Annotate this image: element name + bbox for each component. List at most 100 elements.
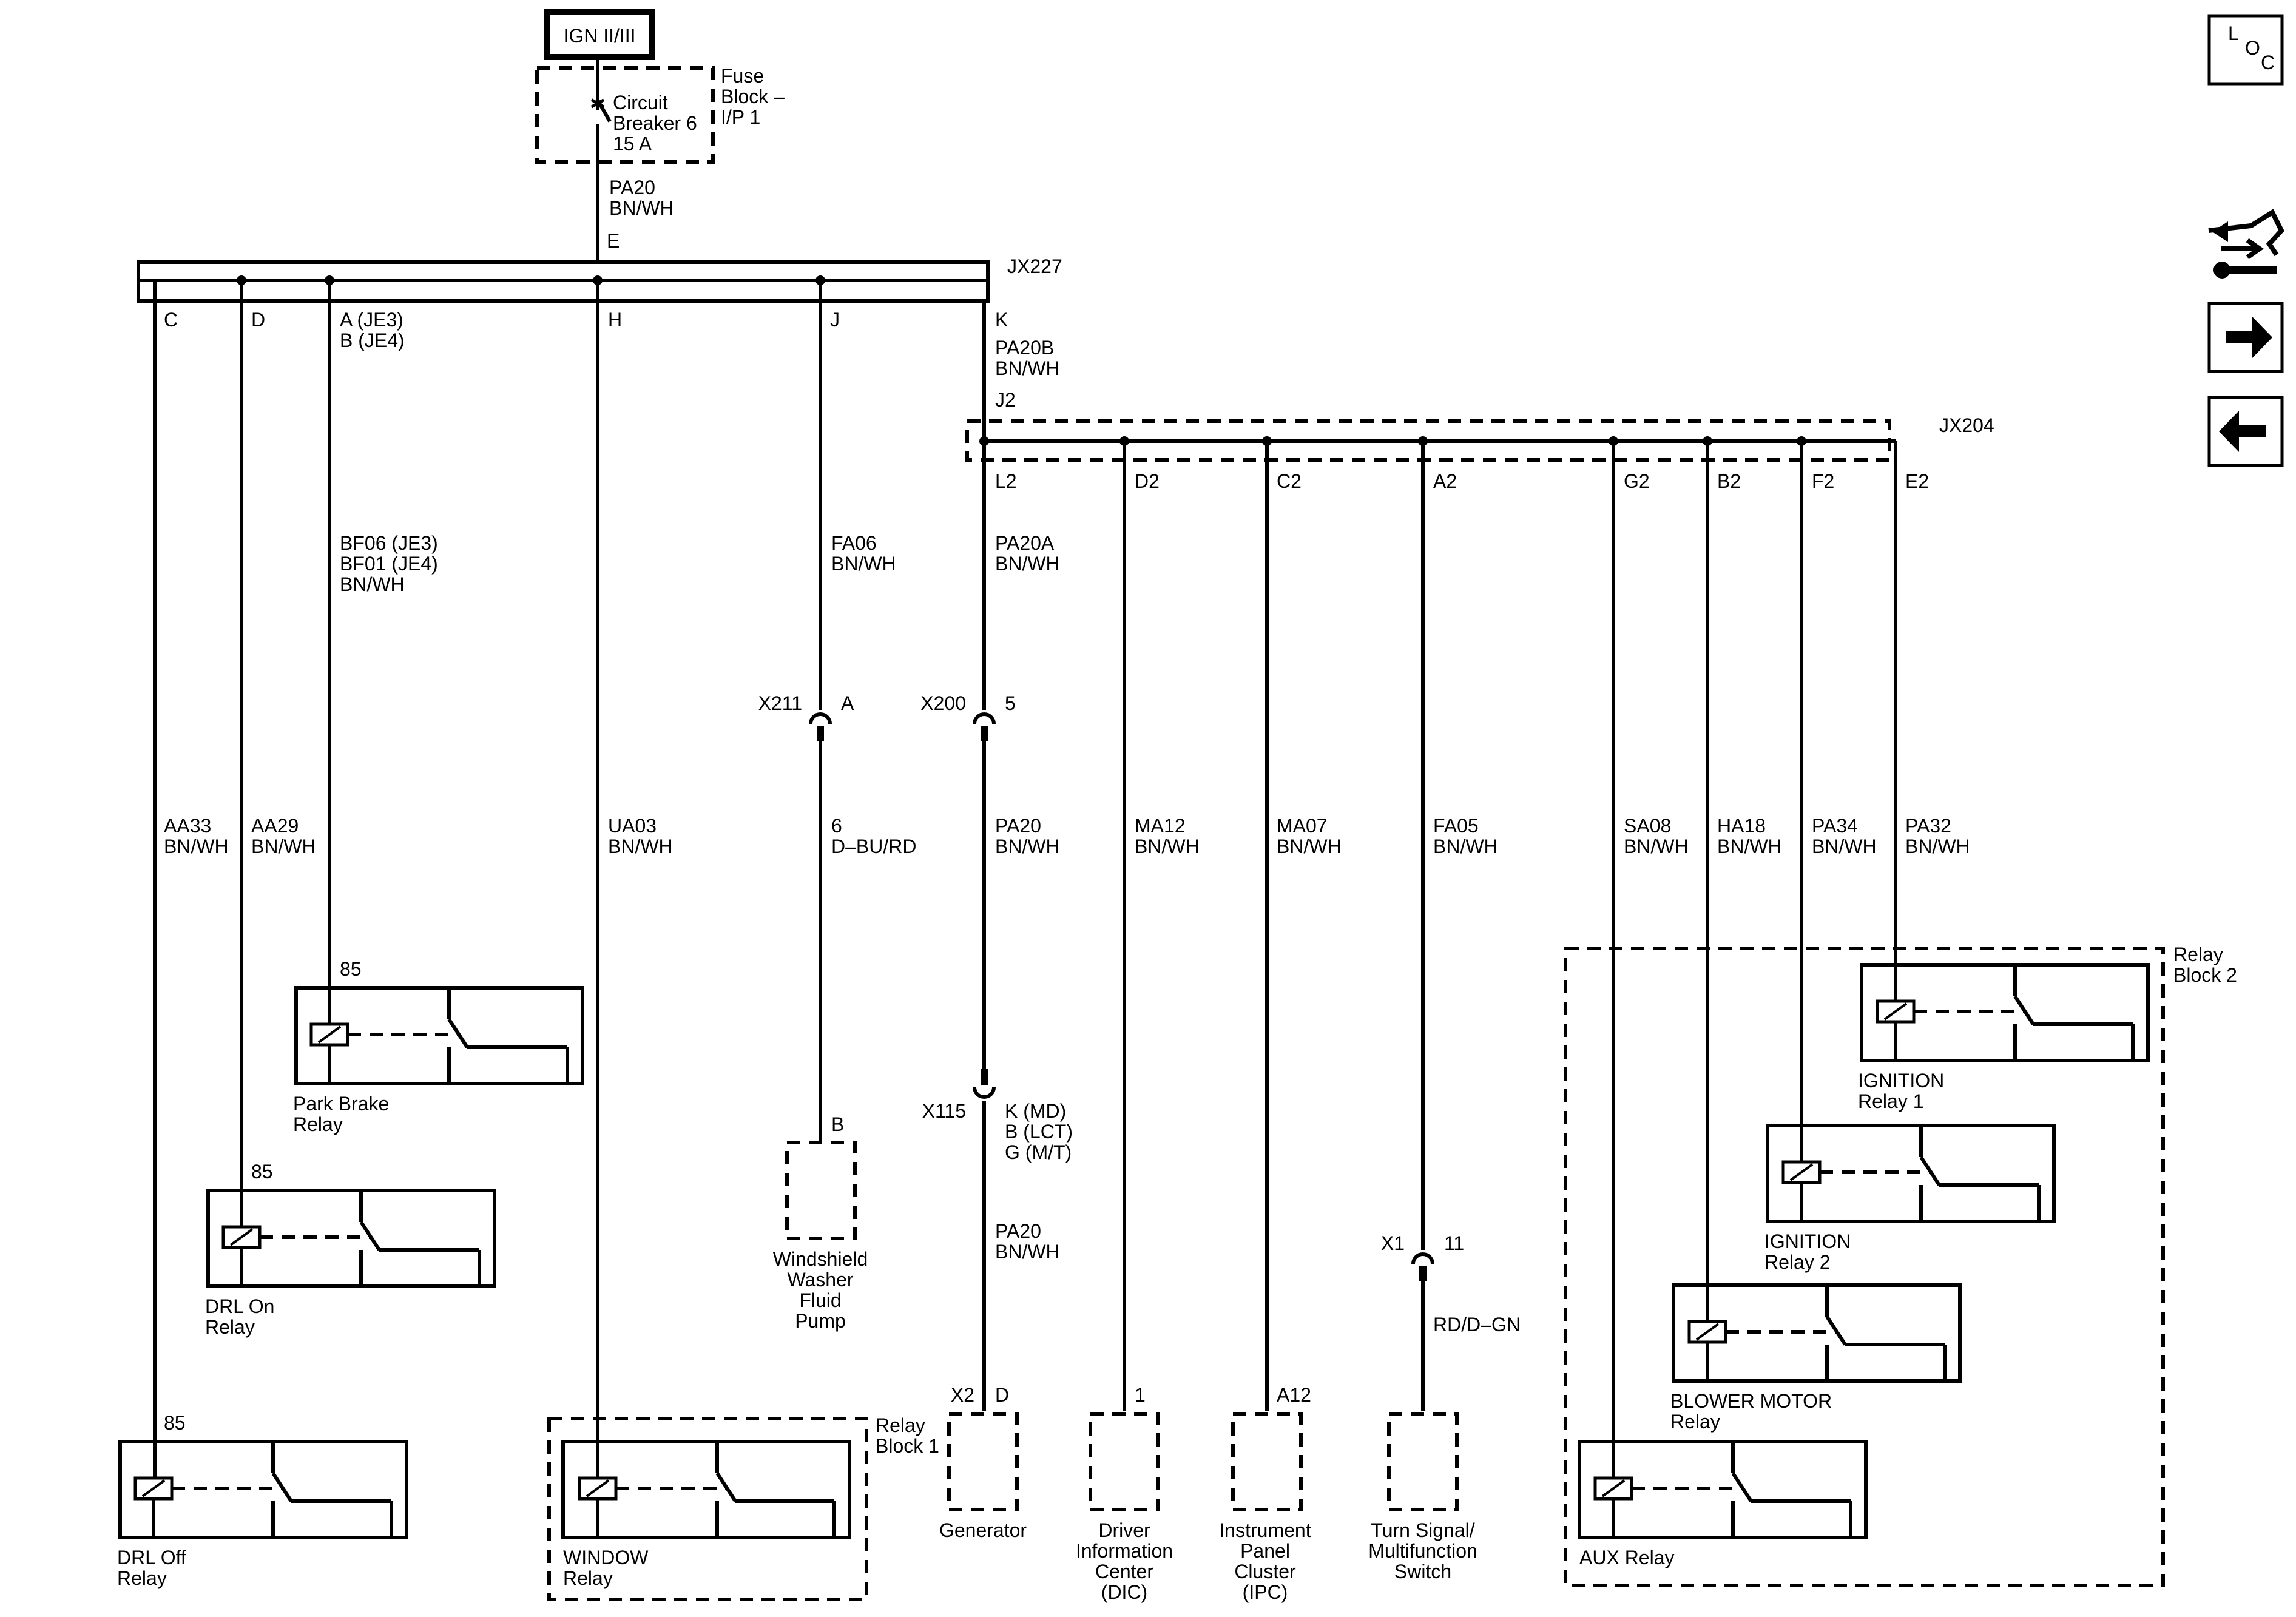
window-coil-slash [586, 1479, 610, 1497]
jx204-pin-d2: D2 [1135, 470, 1160, 492]
ignition-1-coil-slash [1883, 1002, 1908, 1021]
dic-label-2: Information [1076, 1540, 1173, 1562]
relay-block-1-label-2: Block 1 [876, 1435, 939, 1457]
wire-fa05-color: BN/WH [1433, 836, 1498, 857]
aux-contact [1731, 1472, 1753, 1502]
relay-ignition-1: IGNITION Relay 1 [1858, 963, 2150, 1112]
ignition-2-relay-box [1766, 1124, 2056, 1223]
x1-pin-icon [1419, 1266, 1427, 1281]
wrench-handle-icon [2222, 266, 2277, 274]
wire-aa29-color: BN/WH [251, 836, 316, 857]
drl-off-label-1: DRL Off [117, 1547, 186, 1568]
loc-letter-l: L [2228, 22, 2239, 44]
jx204-pin-f2: F2 [1812, 470, 1834, 492]
park-brake-coil-slash [317, 1025, 342, 1044]
service-tools-outline [2208, 209, 2284, 257]
aux-relay-box [1578, 1440, 1868, 1539]
prev-page-button[interactable] [2207, 396, 2284, 467]
breaker-label-1: Circuit [613, 92, 668, 113]
generator-pin-1: X2 [951, 1384, 974, 1406]
loc-letter-c: C [2261, 52, 2275, 73]
k-wire-color: BN/WH [995, 357, 1060, 379]
dic-label-4: (DIC) [1101, 1581, 1147, 1603]
wire-6-id: 6 [831, 815, 842, 837]
park-brake-relay-box [294, 986, 584, 1085]
breaker-label-2: Breaker 6 [613, 112, 697, 134]
jx227-pin-d: D [251, 309, 265, 331]
relay-park-brake: 85 Park Brake Relay [293, 958, 584, 1135]
fuse-block-label-3: I/P 1 [721, 106, 760, 128]
component-turn-signal-switch: Turn Signal/ Multifunction Switch [1368, 1412, 1477, 1582]
drl-off-pin: 85 [164, 1412, 186, 1434]
aux-label: AUX Relay [1579, 1547, 1675, 1568]
x115-pin-1: K (MD) [1005, 1100, 1066, 1122]
relay-block-1-label-1: Relay [876, 1414, 925, 1436]
wire-pa20-lower-id: PA20 [995, 815, 1041, 837]
connector-x115: X115 K (MD) B (LCT) G (M/T) [922, 1069, 1073, 1163]
park-brake-label-2: Relay [293, 1113, 343, 1135]
jx227-label: JX227 [1007, 255, 1062, 277]
ipc-outline [1231, 1412, 1303, 1511]
washer-pump-pin: B [831, 1113, 844, 1135]
x200-pin: 5 [1005, 692, 1016, 714]
ignition-1-contact [2013, 995, 2035, 1025]
x115-pin-icon [981, 1069, 988, 1085]
washer-pump-label-4: Pump [795, 1310, 846, 1332]
wire-ma07-color: BN/WH [1277, 836, 1342, 857]
service-tools-icon[interactable] [2208, 209, 2284, 279]
k-wire-pin: J2 [995, 389, 1016, 411]
fuse-block-outline [535, 66, 715, 164]
next-page-button[interactable] [2207, 302, 2284, 373]
arrow-left-icon [2219, 411, 2266, 452]
wire-ma12-color: BN/WH [1135, 836, 1200, 857]
relay-aux: AUX Relay [1578, 1440, 1868, 1568]
ignition-1-relay-box [1860, 963, 2150, 1062]
drl-off-contact [271, 1472, 293, 1502]
x211-id: X211 [758, 692, 802, 714]
loc-button[interactable]: L O C [2207, 14, 2284, 86]
ignition-2-label-1: IGNITION [1764, 1230, 1851, 1252]
drl-on-label-2: Relay [205, 1316, 255, 1338]
aux-coil-slash [1601, 1479, 1626, 1497]
service-arrow-left-icon [2212, 221, 2228, 242]
wire-aa29-id: AA29 [251, 815, 299, 837]
x200-socket-icon [973, 712, 996, 724]
relay-block-2-label-1: Relay [2173, 944, 2223, 965]
drl-on-coil-slash [229, 1228, 254, 1246]
generator-label: Generator [939, 1519, 1027, 1541]
turn-signal-label-1: Turn Signal/ [1371, 1519, 1474, 1541]
window-label-1: WINDOW [563, 1547, 649, 1568]
wire-ma07-id: MA07 [1277, 815, 1328, 837]
relay-blower-motor: BLOWER MOTOR Relay [1670, 1283, 1962, 1433]
relay-block-2-label-2: Block 2 [2173, 964, 2237, 986]
turn-signal-outline [1387, 1412, 1459, 1511]
drl-off-coil-slash [141, 1479, 166, 1497]
park-brake-contact [447, 1018, 469, 1048]
jx204-pin-c2: C2 [1277, 470, 1302, 492]
feed-wire-id: PA20 [609, 177, 655, 198]
blower-relay-box [1672, 1283, 1962, 1383]
loc-button-frame[interactable] [2207, 14, 2284, 86]
dic-pin: 1 [1135, 1384, 1146, 1406]
washer-pump-label-3: Fluid [799, 1289, 841, 1311]
fuse-block-label-1: Fuse [721, 65, 764, 87]
x1-socket-icon [1411, 1252, 1434, 1264]
x1-id: X1 [1381, 1232, 1405, 1254]
wire-pa20a-color: BN/WH [995, 553, 1060, 575]
wire-pa20-lower-color: BN/WH [995, 836, 1060, 857]
relay-drl-on: 85 DRL On Relay [205, 1161, 496, 1338]
wire-aa33-id: AA33 [164, 815, 211, 837]
ipc-label-2: Panel [1240, 1540, 1290, 1562]
washer-pump-outline [785, 1141, 857, 1240]
wire-pa20-gen-color: BN/WH [995, 1241, 1060, 1263]
jx204-pin-a2: A2 [1433, 470, 1457, 492]
wire-6-color: D–BU/RD [831, 836, 916, 857]
x211-pin: A [841, 692, 854, 714]
x200-pin-icon [981, 726, 988, 741]
k-wire-id: PA20B [995, 337, 1054, 359]
breaker-label-3: 15 A [613, 133, 652, 155]
turn-signal-label-3: Switch [1394, 1561, 1451, 1582]
wire-bf-label-2: BF01 (JE4) [340, 553, 438, 575]
wire-rdgn-color: RD/D–GN [1433, 1314, 1521, 1335]
